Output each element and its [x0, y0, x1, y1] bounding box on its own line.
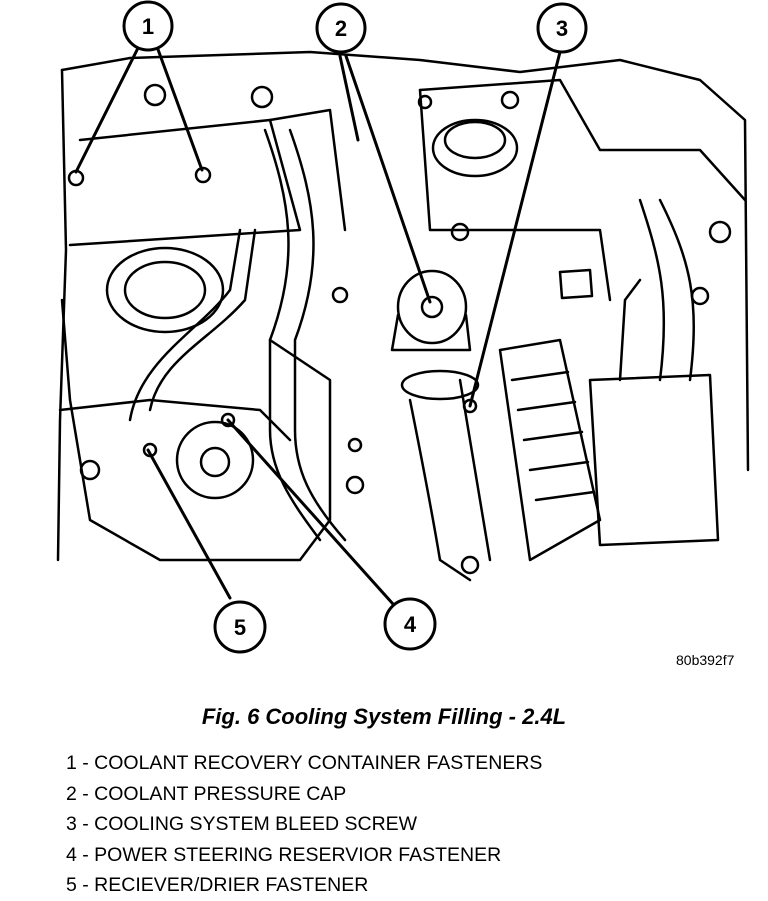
bracket [558, 268, 594, 300]
recovery-container-rim [58, 398, 292, 442]
engine-outline [60, 50, 750, 472]
fastener [79, 459, 101, 481]
lower-hose [458, 378, 492, 562]
fastener [250, 85, 274, 109]
figure-title: Fig. 6 Cooling System Filling - 2.4L [201, 704, 567, 729]
fastener [347, 437, 363, 453]
fastener [708, 220, 732, 244]
upper-housing [418, 78, 747, 202]
leader-line-1b [154, 42, 204, 172]
svg-text:4: 4 [404, 612, 417, 637]
ps-reservoir-cap [199, 446, 231, 478]
legend-item-4: 4 - POWER STEERING RESERVIOR FASTENER [66, 843, 502, 866]
recovery-container-top [123, 260, 207, 320]
legend-list: 1 - COOLANT RECOVERY CONTAINER FASTENERS… [66, 748, 542, 901]
callout-5: 5 [213, 600, 267, 654]
hose [148, 228, 257, 412]
callout-1: 1 [122, 0, 174, 52]
leader-line-1a [74, 42, 142, 174]
wiring [658, 198, 695, 382]
leader-line-2a [344, 54, 432, 304]
legend-item-1: 1 - COOLANT RECOVERY CONTAINER FASTENERS [66, 752, 543, 774]
svg-text:3: 3 [556, 16, 568, 41]
legend-item-5: 5 - RECIEVER/DRIER FASTENER [66, 874, 369, 896]
bracket-panel [68, 118, 302, 247]
fastener [345, 475, 365, 495]
upper-housing [418, 88, 612, 302]
pressure-cap-neck [390, 313, 472, 352]
svg-text:1: 1 [142, 14, 154, 39]
hose-clamp [400, 369, 480, 401]
recovery-container [60, 298, 332, 562]
ps-reservoir-cap [175, 420, 255, 500]
hose [263, 128, 322, 542]
callout-3: 3 [536, 2, 588, 54]
fastener [500, 90, 520, 110]
fastener [690, 286, 710, 306]
svg-text:5: 5 [234, 615, 246, 640]
relay-module [618, 278, 642, 382]
callout-4: 4 [383, 597, 437, 651]
wiring [638, 198, 666, 382]
fastener [460, 555, 480, 575]
fastener [220, 412, 236, 428]
figure-code: 80b392f7 [676, 652, 735, 668]
svg-text:2: 2 [335, 16, 347, 41]
callout-2: 2 [315, 2, 367, 54]
hose [128, 228, 242, 422]
filler-cap [443, 120, 507, 160]
leader-line-2b [338, 54, 360, 142]
intake-duct [498, 338, 602, 562]
fastener [331, 286, 349, 304]
pressure-cap [396, 269, 468, 345]
fastener [194, 166, 212, 184]
fastener [143, 83, 167, 107]
hose [288, 128, 347, 542]
filler-cap [431, 118, 519, 178]
bracket-panel [268, 108, 347, 232]
leader-line-5 [146, 448, 232, 600]
relay-module [588, 373, 720, 547]
legend-item-3: 3 - COOLING SYSTEM BLEED SCREW [66, 813, 418, 835]
fastener [417, 94, 433, 110]
lower-hose [408, 398, 472, 582]
fastener [450, 222, 470, 242]
legend-item-2: 2 - COOLANT PRESSURE CAP [66, 782, 347, 805]
engine-outline [56, 68, 68, 562]
pressure-cap [420, 295, 444, 319]
recovery-container-top [105, 246, 225, 334]
leader-line-3 [468, 50, 562, 408]
leader-line-4 [226, 418, 395, 606]
engine-illustration: 1 2 3 4 5 [56, 0, 750, 654]
intake-duct-rib [510, 370, 596, 502]
